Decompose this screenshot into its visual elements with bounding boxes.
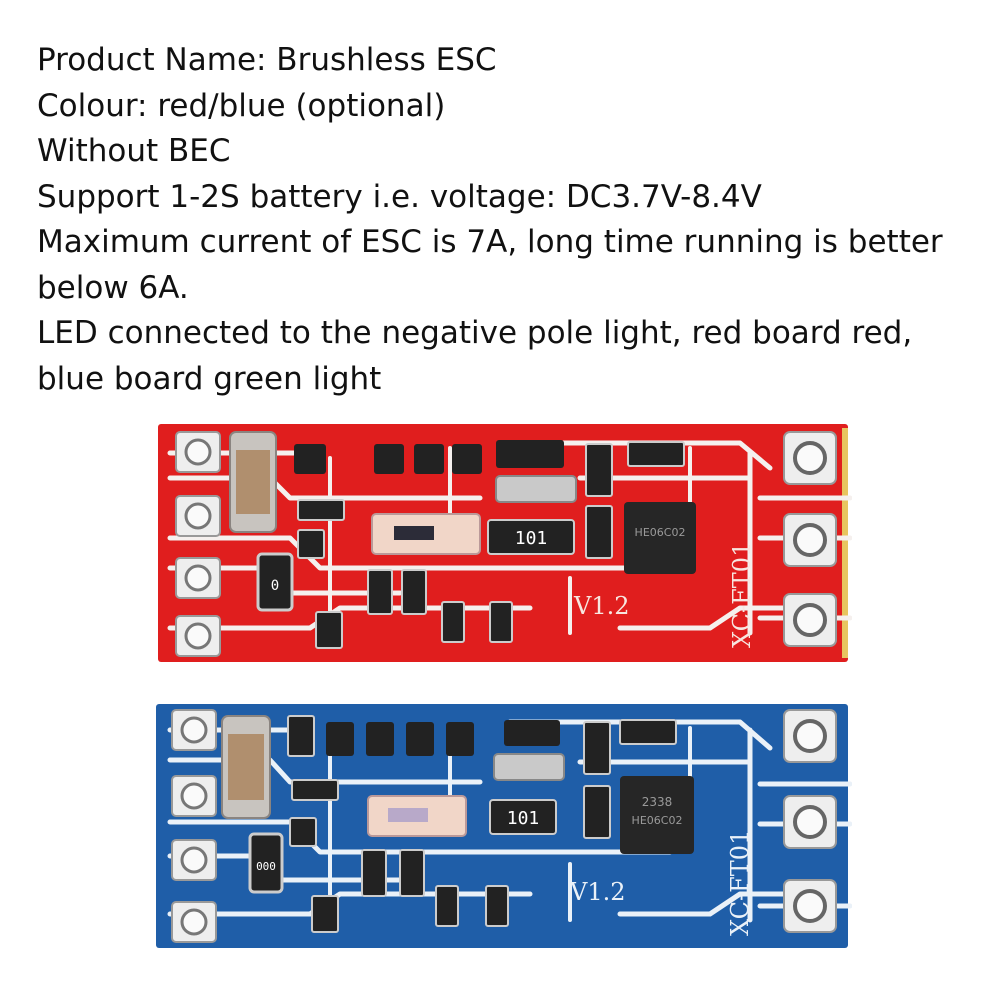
red-chip-code: HE06C02 bbox=[635, 526, 686, 539]
blue-board-graphic: 101 000 2338 HE06C02 V1.2 XC-FT01 bbox=[156, 704, 852, 948]
red-board-graphic: 101 0 HE06C02 V1.2 XC-FT01 bbox=[158, 424, 852, 662]
spec-max-current: Maximum current of ESC is 7A, long time … bbox=[37, 224, 943, 306]
blue-esc-board-photo: 101 000 2338 HE06C02 V1.2 XC-FT01 bbox=[150, 700, 852, 952]
spec-led: LED connected to the negative pole light… bbox=[37, 315, 913, 397]
blue-resistor-code: 101 bbox=[507, 808, 540, 829]
spec-product-name: Product Name: Brushless ESC bbox=[37, 42, 497, 78]
red-small-code: 0 bbox=[271, 578, 279, 594]
red-esc-board-photo: 101 0 HE06C02 V1.2 XC-FT01 bbox=[150, 418, 852, 668]
blue-version-mark: V1.2 bbox=[569, 878, 626, 906]
red-version-mark: V1.2 bbox=[573, 592, 630, 620]
blue-small-code: 000 bbox=[256, 860, 276, 873]
spec-battery-voltage: Support 1-2S battery i.e. voltage: DC3.7… bbox=[37, 178, 762, 215]
spec-colour: Colour: red/blue (optional) bbox=[37, 87, 446, 124]
blue-chip-code: HE06C02 bbox=[632, 814, 683, 827]
red-resistor-code: 101 bbox=[515, 528, 548, 549]
blue-chip-date: 2338 bbox=[642, 795, 673, 809]
blue-model-mark: XC-FT01 bbox=[726, 830, 754, 936]
product-spec-list: Product Name: Brushless ESC Colour: red/… bbox=[37, 38, 967, 402]
spec-bec: Without BEC bbox=[37, 133, 231, 169]
red-model-mark: XC-FT01 bbox=[728, 542, 756, 648]
